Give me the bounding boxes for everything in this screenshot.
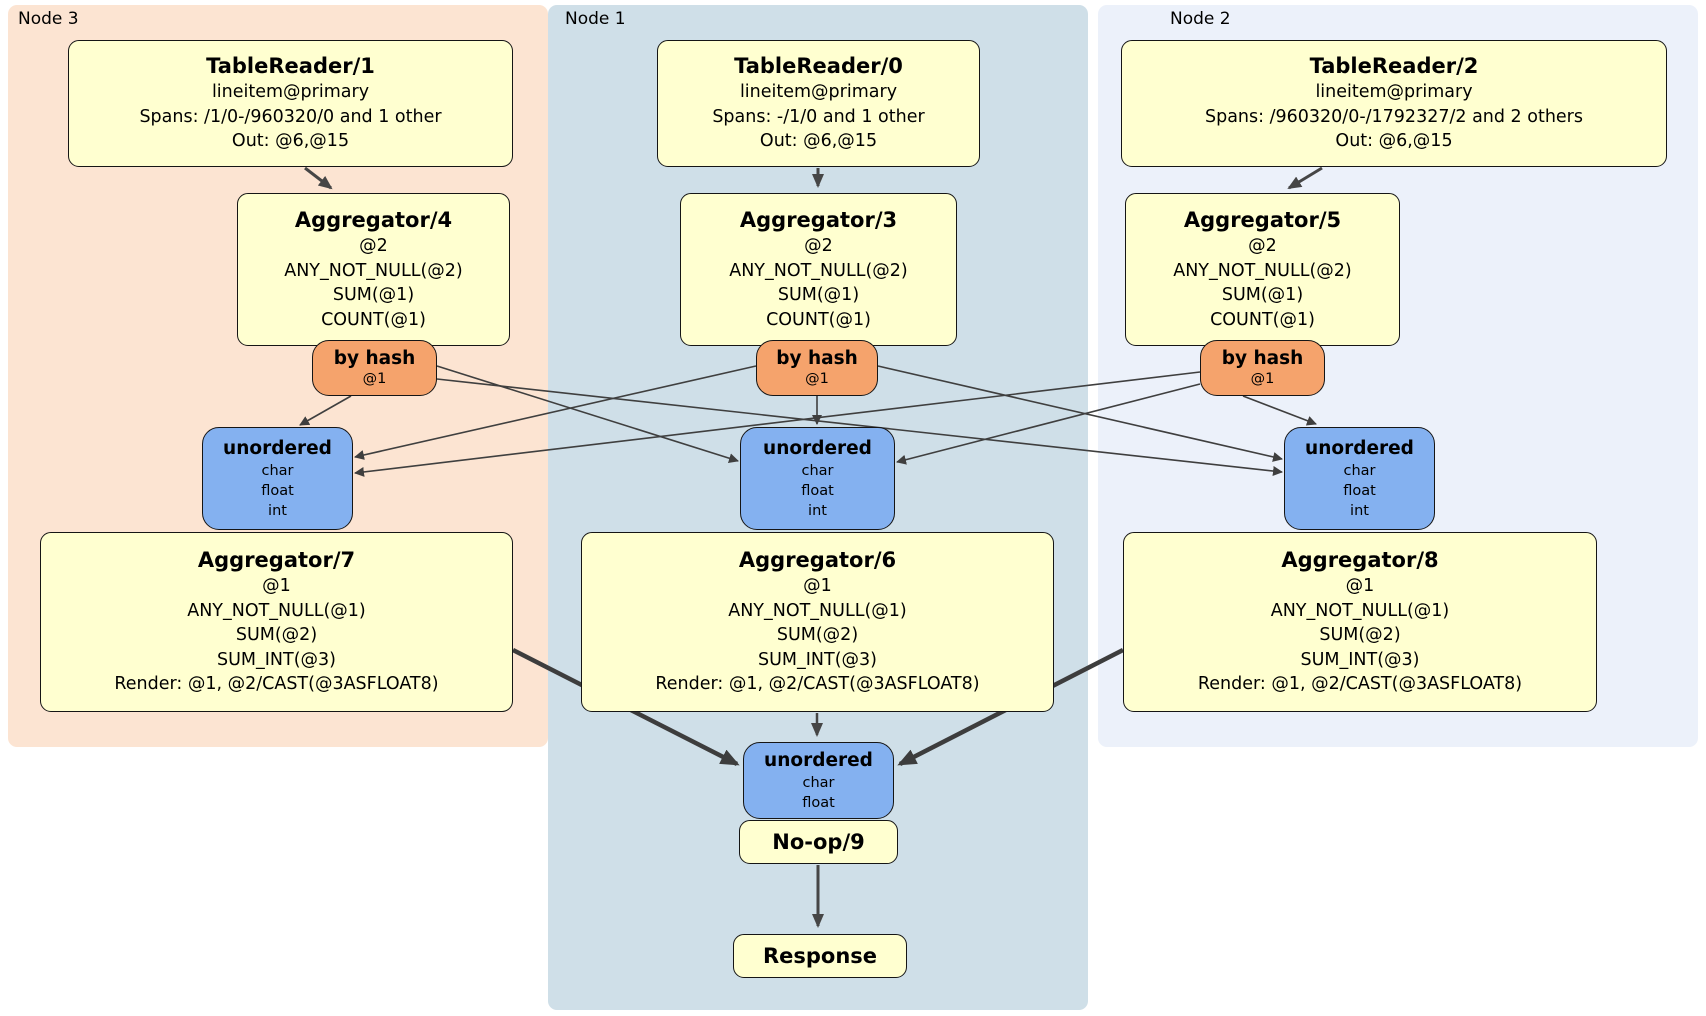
- sync-col: float: [801, 482, 834, 499]
- hash-router-node1: by hash @1: [756, 340, 878, 396]
- router-title: by hash: [1221, 347, 1304, 369]
- node-title: Aggregator/7: [197, 548, 356, 573]
- router-key: @1: [805, 370, 829, 387]
- sync-title: unordered: [223, 437, 332, 459]
- node-detail: COUNT(@1): [321, 309, 426, 330]
- node-title: TableReader/0: [734, 54, 903, 79]
- node-detail: @2: [1248, 236, 1277, 256]
- node-detail: ANY_NOT_NULL(@2): [729, 260, 908, 281]
- node-detail: lineitem@primary: [739, 82, 898, 103]
- node-detail: ANY_NOT_NULL(@2): [1173, 260, 1352, 281]
- node-title: No-op/9: [772, 829, 865, 854]
- aggregator-3-node: Aggregator/3 @2 ANY_NOT_NULL(@2) SUM(@1)…: [680, 193, 957, 346]
- node-detail: @1: [262, 576, 291, 597]
- node3-label: Node 3: [18, 9, 79, 29]
- node-detail: lineitem@primary: [1315, 82, 1473, 103]
- unordered-sync-final: unordered char float: [743, 742, 894, 819]
- tablereader-1-node: TableReader/1 lineitem@primary Spans: /1…: [68, 40, 513, 167]
- node-detail: Render: @1, @2/CAST(@3ASFLOAT8): [1197, 674, 1523, 695]
- node-detail: ANY_NOT_NULL(@1): [728, 600, 907, 621]
- sync-col: float: [1343, 482, 1376, 499]
- sync-col: float: [802, 794, 835, 811]
- node-title: Aggregator/3: [739, 208, 898, 232]
- node1-label: Node 1: [565, 9, 626, 29]
- node-detail: Out: @6,@15: [759, 131, 878, 152]
- router-key: @1: [362, 370, 387, 387]
- node-title: Aggregator/6: [738, 548, 897, 573]
- sync-col: int: [808, 502, 827, 519]
- node-detail: SUM_INT(@3): [217, 649, 336, 670]
- hash-router-node2: by hash @1: [1200, 340, 1325, 396]
- unordered-sync-node3: unordered char float int: [202, 427, 353, 530]
- node-title: Aggregator/5: [1183, 208, 1342, 232]
- router-title: by hash: [776, 347, 858, 369]
- node-detail: @1: [1345, 576, 1375, 597]
- node-detail: @2: [359, 236, 388, 256]
- tablereader-2-node: TableReader/2 lineitem@primary Spans: /9…: [1121, 40, 1667, 167]
- node-detail: @2: [804, 236, 833, 256]
- aggregator-5-node: Aggregator/5 @2 ANY_NOT_NULL(@2) SUM(@1)…: [1125, 193, 1400, 346]
- node-detail: COUNT(@1): [766, 309, 871, 330]
- sync-title: unordered: [1305, 437, 1414, 459]
- node-detail: Render: @1, @2/CAST(@3ASFLOAT8): [114, 674, 439, 695]
- node-detail: Render: @1, @2/CAST(@3ASFLOAT8): [655, 674, 980, 695]
- router-key: @1: [1250, 370, 1275, 387]
- router-title: by hash: [333, 347, 416, 369]
- sync-col: int: [1350, 502, 1369, 519]
- node2-label: Node 2: [1170, 9, 1231, 29]
- node-detail: SUM_INT(@3): [758, 649, 877, 670]
- node-title: Aggregator/8: [1281, 548, 1439, 573]
- sync-col: float: [261, 482, 294, 499]
- node-detail: Spans: -/1/0 and 1 other: [712, 106, 925, 127]
- sync-title: unordered: [764, 749, 873, 771]
- node-detail: Out: @6,@15: [231, 131, 350, 152]
- sync-col: char: [1343, 462, 1376, 479]
- node-detail: SUM(@1): [332, 285, 415, 305]
- tablereader-0-node: TableReader/0 lineitem@primary Spans: -/…: [657, 40, 980, 167]
- aggregator-8-node: Aggregator/8 @1 ANY_NOT_NULL(@1) SUM(@2)…: [1123, 532, 1597, 712]
- aggregator-4-node: Aggregator/4 @2 ANY_NOT_NULL(@2) SUM(@1)…: [237, 193, 510, 346]
- node-detail: SUM(@2): [235, 625, 318, 646]
- hash-router-node3: by hash @1: [312, 340, 437, 396]
- node-title: Response: [762, 943, 878, 968]
- unordered-sync-node2: unordered char float int: [1284, 427, 1435, 530]
- node-detail: COUNT(@1): [1210, 309, 1315, 330]
- node-detail: SUM(@2): [776, 625, 859, 646]
- unordered-sync-node1: unordered char float int: [740, 427, 895, 530]
- noop-9-node: No-op/9: [739, 820, 898, 864]
- node-title: TableReader/1: [206, 54, 375, 79]
- node-detail: ANY_NOT_NULL(@2): [284, 260, 463, 281]
- node-detail: ANY_NOT_NULL(@1): [1270, 600, 1450, 621]
- aggregator-6-node: Aggregator/6 @1 ANY_NOT_NULL(@1) SUM(@2)…: [581, 532, 1054, 712]
- response-node: Response: [733, 934, 907, 978]
- node-detail: Spans: /960320/0-/1792327/2 and 2 others: [1204, 106, 1583, 127]
- node-title: Aggregator/4: [294, 208, 453, 232]
- node-detail: SUM_INT(@3): [1300, 649, 1420, 670]
- sync-col: int: [268, 502, 287, 519]
- sync-col: char: [802, 774, 835, 791]
- sync-col: char: [801, 462, 834, 479]
- node-detail: SUM(@1): [777, 285, 860, 305]
- sync-col: char: [261, 462, 294, 479]
- node-detail: Out: @6,@15: [1335, 131, 1453, 152]
- node-detail: SUM(@2): [1319, 625, 1401, 646]
- node-title: TableReader/2: [1309, 54, 1479, 79]
- node-detail: Spans: /1/0-/960320/0 and 1 other: [139, 106, 442, 127]
- node-detail: @1: [803, 576, 832, 597]
- node-detail: ANY_NOT_NULL(@1): [187, 600, 366, 621]
- aggregator-7-node: Aggregator/7 @1 ANY_NOT_NULL(@1) SUM(@2)…: [40, 532, 513, 712]
- node-detail: lineitem@primary: [211, 82, 370, 103]
- sync-title: unordered: [763, 437, 872, 459]
- node-detail: SUM(@1): [1221, 285, 1304, 305]
